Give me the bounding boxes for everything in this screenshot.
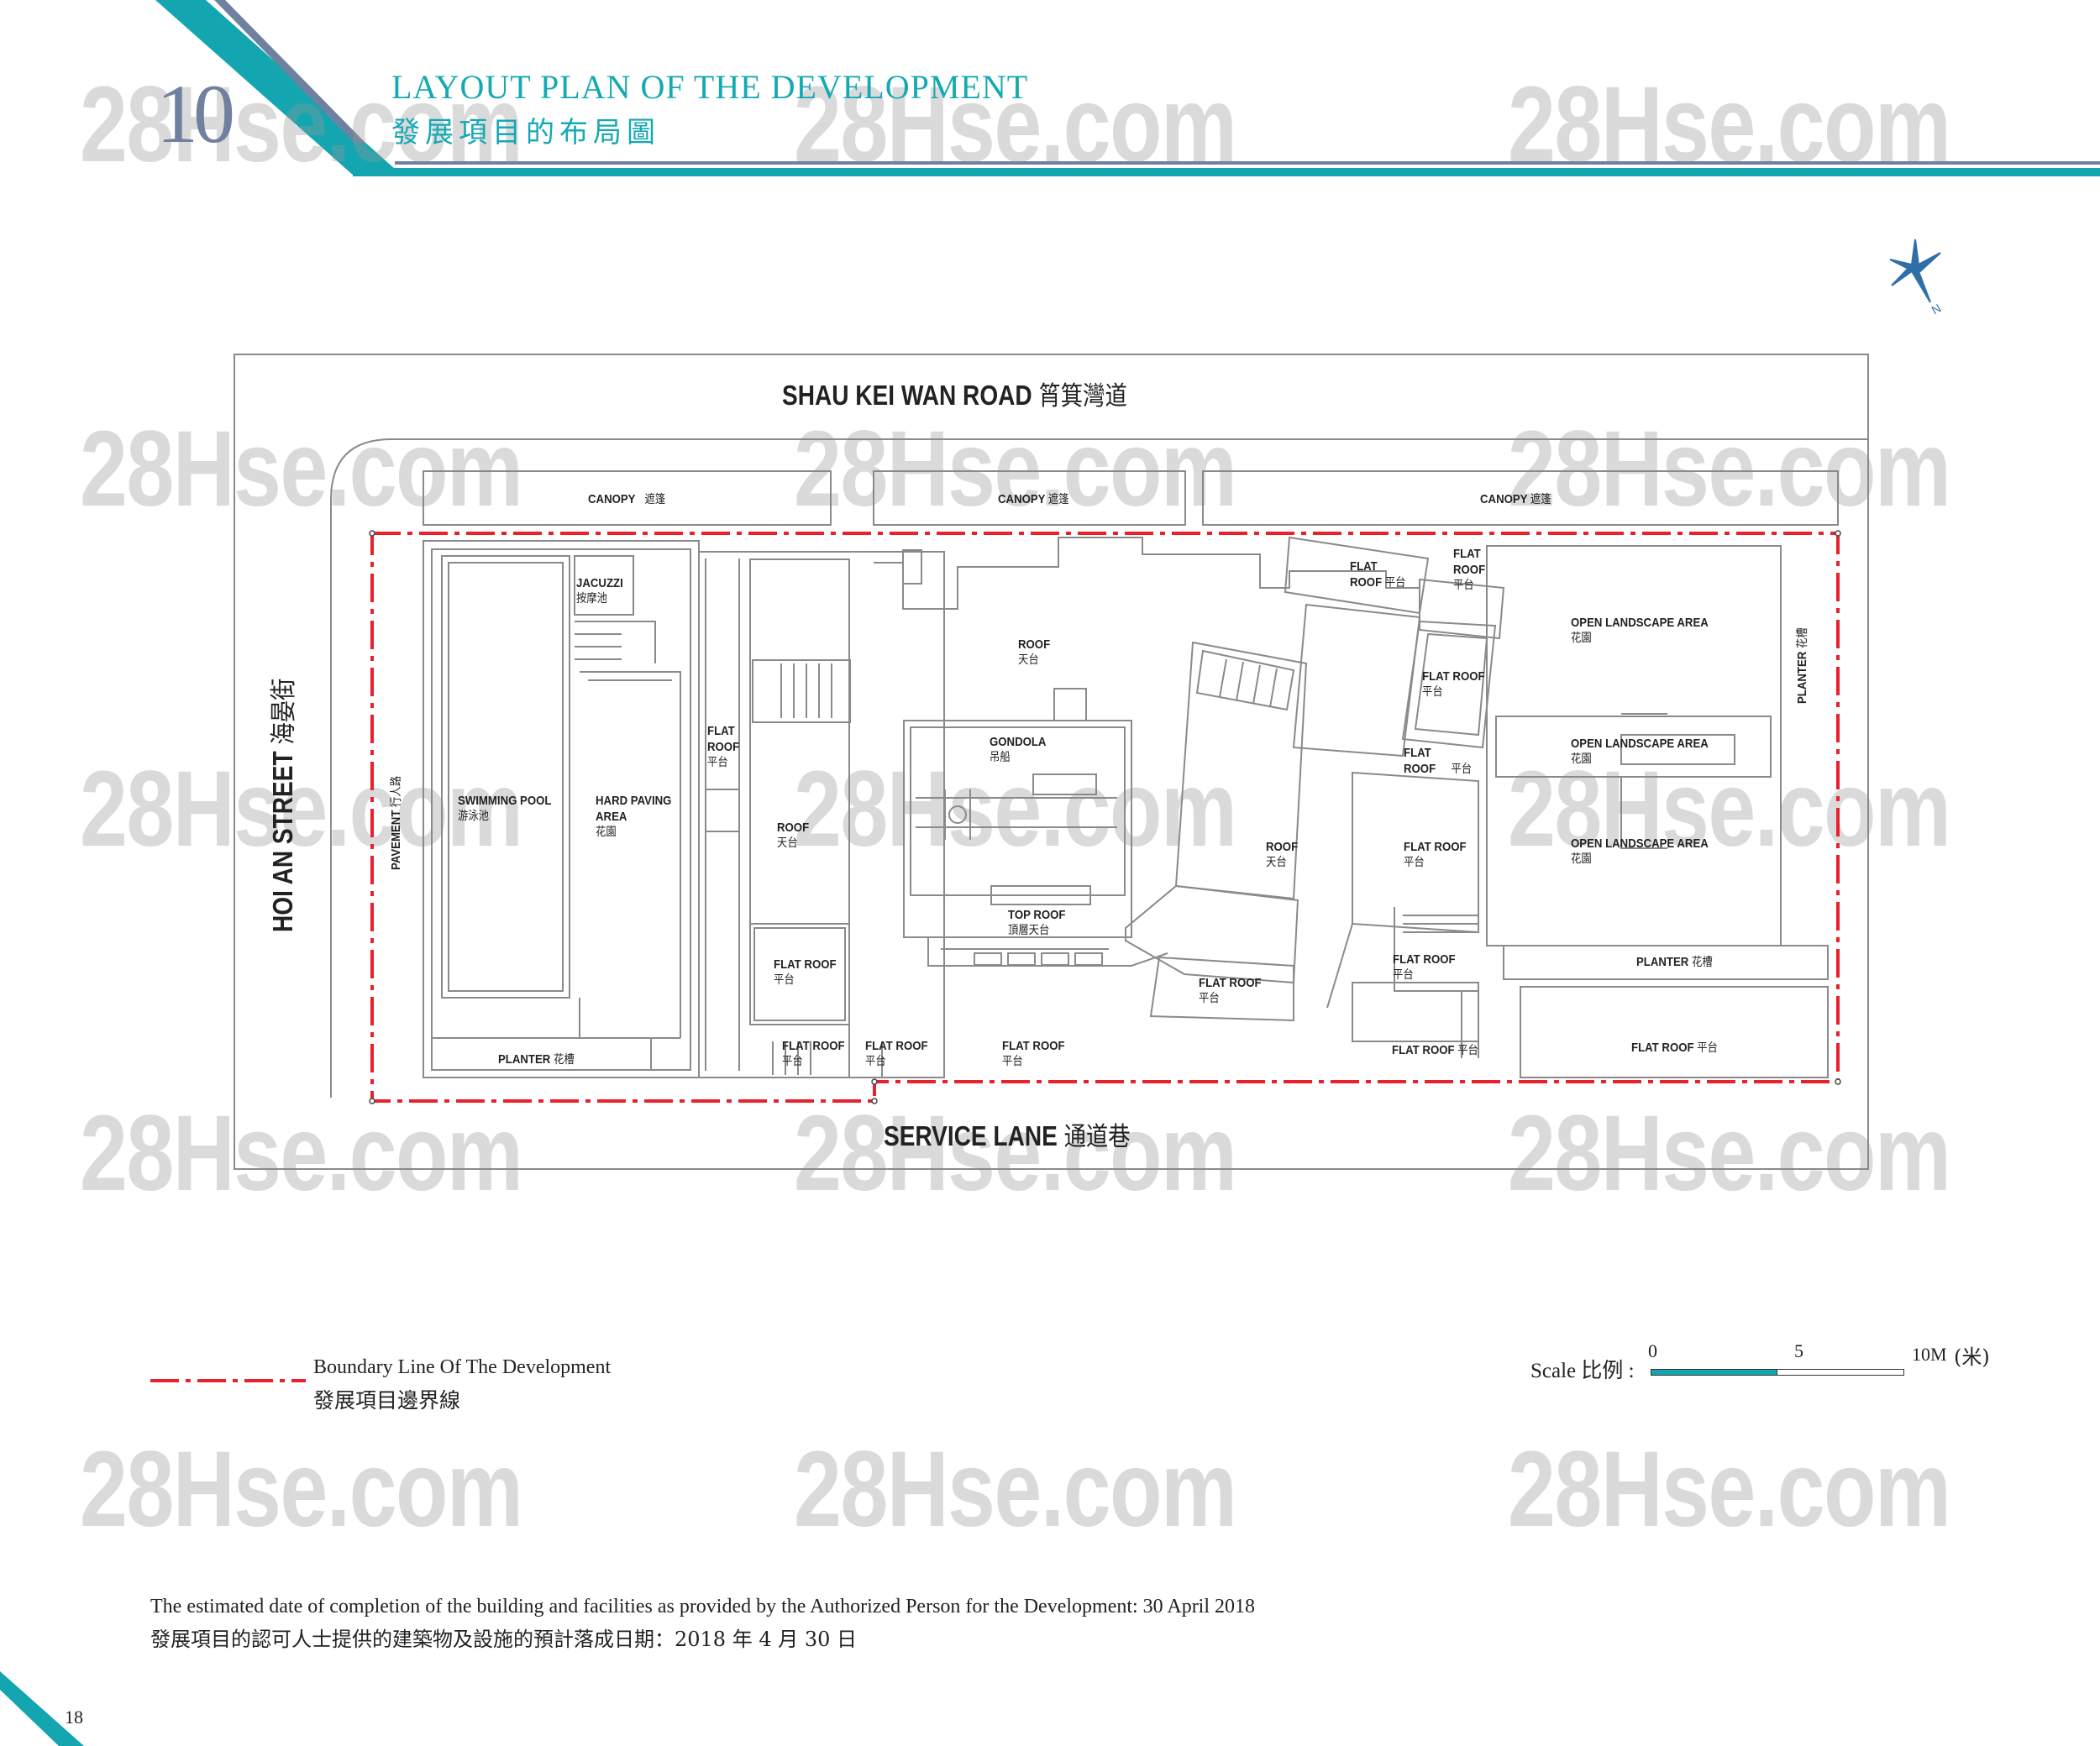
top-roof-outline (990, 885, 1091, 905)
corner-teal-stripe (0, 1671, 84, 1746)
label-flat-roof: FLAT ROOF 平台 (1631, 1041, 1718, 1055)
label-planter: PLANTER 花槽 (498, 1052, 575, 1067)
completion-date-zh: 發展項目的認可人士提供的建築物及設施的預計落成日期：2018 年 4 月 30 … (150, 1628, 858, 1651)
roof-column (749, 558, 850, 925)
canopy-outline (423, 470, 832, 526)
scale-tick-5: 5 (1794, 1340, 1803, 1361)
header-rule-teal (353, 168, 2100, 176)
legend-boundary-en: Boundary Line Of The Development (313, 1356, 612, 1378)
header-teal-stripe (155, 0, 403, 176)
label-canopy: CANOPY 遮篷 (1480, 492, 1551, 506)
scale-bar (1651, 1369, 1904, 1376)
boundary-legend-line (150, 1379, 306, 1382)
plan-frame (234, 354, 1869, 1170)
compass-icon (1889, 239, 1941, 303)
scale-bar-fill (1651, 1370, 1777, 1375)
canopy-outline (1202, 470, 1839, 526)
gondola-room (903, 720, 1132, 938)
header-rule-grey (395, 161, 2100, 165)
chapter-number: 10 (156, 67, 235, 160)
completion-date-en: The estimated date of completion of the … (150, 1596, 1256, 1618)
middle-block (698, 551, 945, 1078)
jacuzzi-outline (574, 555, 634, 616)
road-kerb (330, 438, 1868, 1098)
planter-outline (1503, 945, 1829, 980)
label-pavement: PAVEMENT 行人路 (389, 775, 403, 870)
street-label-north: SHAU KEI WAN ROAD 筲箕灣道 (782, 380, 1127, 412)
canopy-outline (873, 470, 1186, 526)
swimming-pool-outline (441, 555, 570, 999)
rotated-core (1174, 641, 1308, 900)
open-landscape-outline (1495, 716, 1772, 778)
page-title-zh: 發展項目的布局圖 (391, 116, 660, 149)
scale-unit: (米) (1954, 1345, 1990, 1369)
street-label-west: HOI AN STREET 海晏街 (267, 678, 299, 932)
page-title: LAYOUT PLAN OF THE DEVELOPMENT (391, 68, 1029, 106)
page-number: 18 (65, 1707, 83, 1728)
legend-boundary-zh: 發展項目邊界線 (313, 1388, 461, 1413)
scale-label: Scale 比例 : (1530, 1360, 1635, 1382)
flat-roof-box (1149, 956, 1294, 1022)
header-grey-stripe (214, 0, 365, 143)
label-planter: PLANTER 花槽 (1795, 627, 1809, 704)
label-canopy: CANOPY 遮篷 (588, 492, 666, 506)
label-planter: PLANTER 花槽 (1636, 955, 1713, 969)
scale-tick-10: 10M (1912, 1344, 1947, 1365)
label-canopy: CANOPY 遮篷 (998, 492, 1069, 506)
label-flat-roof: FLAT ROOF 平台 (1392, 1043, 1478, 1057)
scale-tick-0: 0 (1648, 1340, 1657, 1361)
street-label-south: SERVICE LANE 通道巷 (884, 1120, 1131, 1152)
flat-roof-box (1125, 884, 1299, 984)
